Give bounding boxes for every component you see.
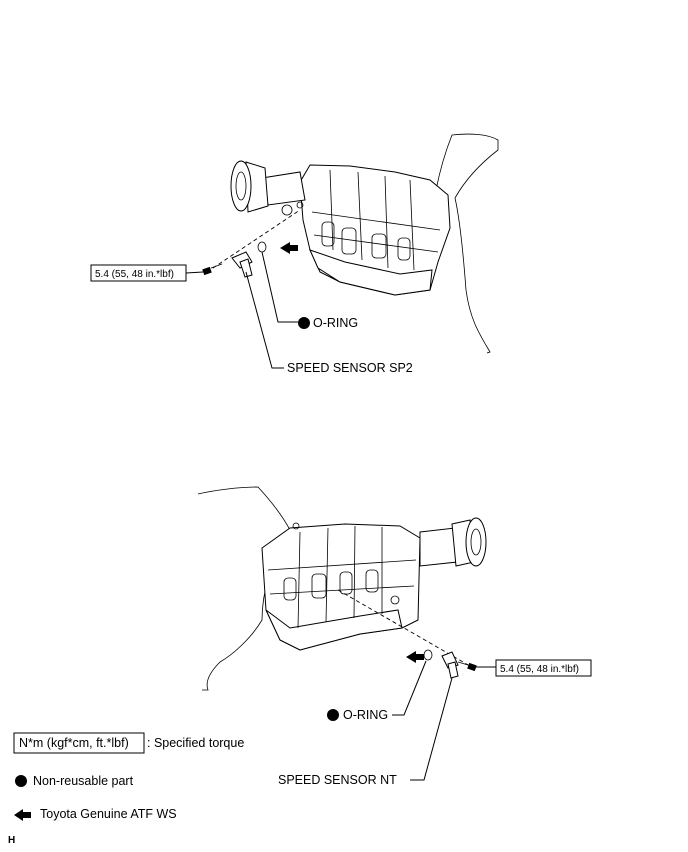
upper-transmission-illustration xyxy=(230,133,499,354)
upper-sensor-label: SPEED SENSOR SP2 xyxy=(287,361,413,375)
legend-torque: N*m (kgf*cm, ft.*lbf) : Specified torque xyxy=(13,732,244,754)
upper-torque-box: 5.4 (55, 48 in.*lbf) xyxy=(90,264,204,282)
legend-non-reusable: Non-reusable part xyxy=(15,774,134,788)
corner-mark: H xyxy=(8,835,15,846)
upper-o-ring-label: O-RING xyxy=(313,316,358,330)
legend-torque-unit: N*m (kgf*cm, ft.*lbf) xyxy=(19,736,129,750)
upper-atf-arrow-icon xyxy=(280,242,298,254)
lower-atf-arrow-icon xyxy=(406,651,424,663)
arrow-left-icon xyxy=(14,809,31,821)
filled-circle-icon xyxy=(15,775,27,787)
legend-atf-text: Toyota Genuine ATF WS xyxy=(40,807,177,821)
lower-torque-text: 5.4 (55, 48 in.*lbf) xyxy=(500,664,579,675)
lower-non-reusable-icon xyxy=(327,709,339,721)
upper-torque-text: 5.4 (55, 48 in.*lbf) xyxy=(95,269,174,280)
upper-bolt-icon xyxy=(202,263,223,276)
lower-transmission-illustration xyxy=(197,486,487,691)
legend-non-reusable-text: Non-reusable part xyxy=(33,774,134,788)
lower-torque-box: 5.4 (55, 48 in.*lbf) xyxy=(476,659,592,677)
upper-install-line xyxy=(206,209,301,273)
lower-o-ring-callout: O-RING xyxy=(327,660,427,722)
lower-speed-sensor-icon xyxy=(441,651,459,679)
lower-bolt-icon xyxy=(457,661,477,672)
upper-sensor-callout: SPEED SENSOR SP2 xyxy=(245,271,413,375)
lower-sensor-label: SPEED SENSOR NT xyxy=(278,773,397,787)
upper-non-reusable-icon xyxy=(298,317,310,329)
legend-torque-desc: : Specified torque xyxy=(147,736,244,750)
upper-speed-sensor-icon xyxy=(231,251,253,278)
upper-o-ring-callout: O-RING xyxy=(261,251,358,330)
legend: N*m (kgf*cm, ft.*lbf) : Specified torque… xyxy=(13,732,244,821)
lower-sensor-callout: SPEED SENSOR NT xyxy=(278,677,453,787)
lower-o-ring-label: O-RING xyxy=(343,708,388,722)
legend-atf: Toyota Genuine ATF WS xyxy=(14,807,177,821)
lower-o-ring-icon xyxy=(423,649,433,661)
upper-o-ring-icon xyxy=(257,241,267,253)
